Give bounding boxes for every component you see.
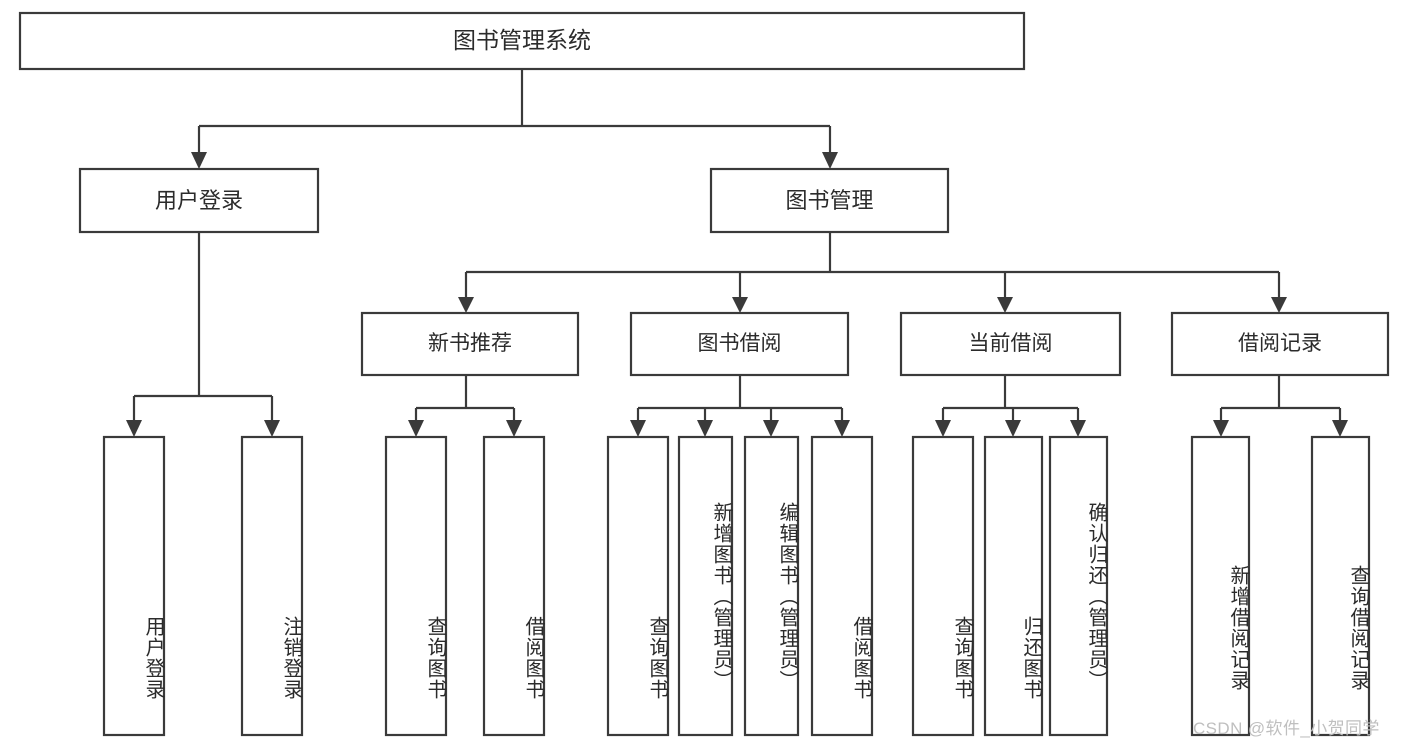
connectors-userlogin-to-leaves <box>126 232 280 437</box>
node-box-new-book-recommend[interactable] <box>360 311 580 377</box>
node-box-book-management[interactable] <box>709 167 950 234</box>
node-box-book-borrow[interactable] <box>629 311 850 377</box>
leaf-box-query-books-recommend[interactable] <box>384 435 448 737</box>
connectors-bookborrow-to-leaves <box>630 375 850 437</box>
leaf-box-query-borrow-record[interactable] <box>1310 435 1371 737</box>
leaf-box-query-books-borrow[interactable] <box>606 435 670 737</box>
leaf-box-user-login[interactable] <box>102 435 166 737</box>
connectors-recommend-to-leaves <box>408 375 522 437</box>
connectors-root-to-level2 <box>197 69 832 154</box>
arrowheads-level2 <box>191 152 838 169</box>
connectors-borrowrecord-to-leaves <box>1213 375 1348 437</box>
connectors-currentborrow-to-leaves <box>935 375 1086 437</box>
leaf-box-query-books-current[interactable] <box>911 435 975 737</box>
connectors-bookmgmt-to-level3 <box>464 232 1281 299</box>
leaf-box-add-borrow-record[interactable] <box>1190 435 1251 737</box>
node-box-borrow-record[interactable] <box>1170 311 1390 377</box>
leaf-box-borrow-books-recommend[interactable] <box>482 435 546 737</box>
csdn-watermark: CSDN @软件_小贺同学 <box>1193 719 1380 738</box>
node-box-root[interactable] <box>18 11 1026 71</box>
arrowheads-level3 <box>458 297 1287 313</box>
leaf-box-confirm-return-admin[interactable] <box>1048 435 1109 737</box>
leaf-box-logout-login[interactable] <box>240 435 304 737</box>
leaf-box-return-books[interactable] <box>983 435 1044 737</box>
leaf-box-borrow-books-borrow[interactable] <box>810 435 874 737</box>
leaf-box-add-book-admin[interactable] <box>677 435 734 737</box>
leaf-box-edit-book-admin[interactable] <box>743 435 800 737</box>
node-box-current-borrow[interactable] <box>899 311 1122 377</box>
node-box-user-login[interactable] <box>78 167 320 234</box>
